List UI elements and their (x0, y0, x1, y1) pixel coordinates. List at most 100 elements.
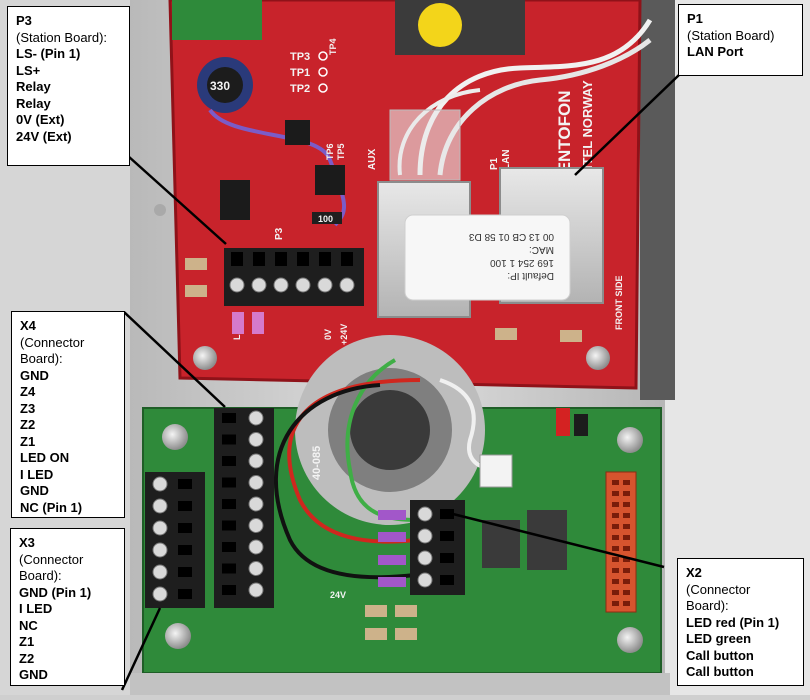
p3-socket (297, 252, 309, 266)
p3-screw (273, 277, 289, 293)
screw-green-4 (617, 627, 643, 653)
p3-socket (319, 252, 331, 266)
round-connector-core (350, 390, 430, 470)
screw-top-left (154, 204, 166, 216)
ribbon-pin (612, 524, 619, 529)
smd-cap-7 (365, 628, 387, 640)
tp1-pad (318, 67, 328, 77)
x4-socket (222, 456, 236, 466)
x2-socket (440, 575, 454, 585)
p3-pointer (127, 155, 227, 245)
p3-callout-title: P3 (16, 13, 32, 28)
ribbon-pin (612, 546, 619, 551)
tp5-label: TP5 (336, 143, 346, 160)
x3-socket (178, 545, 192, 555)
x4-socket (222, 434, 236, 445)
p3-line-2: LS+ (16, 62, 41, 78)
x2-wire-end-4 (378, 577, 406, 587)
x3-callout: X3 (Connector Board): GND (Pin 1) I LED … (10, 528, 125, 686)
screw-green-1 (162, 424, 188, 450)
p3-screw (339, 277, 355, 293)
x3-line-1: GND (Pin 1) (19, 584, 92, 600)
plus24-marking: +24V (339, 324, 349, 345)
x3-screw (152, 542, 168, 558)
ribbon-pin (623, 568, 630, 573)
ls-marking: LS (232, 328, 242, 340)
purple-wire (208, 108, 347, 227)
x2-callout-subtitle-1: (Connector (686, 581, 751, 597)
x3-callout-subtitle-2: Board): (19, 568, 62, 583)
inductor-marking: 330 (210, 79, 230, 93)
black-wire (273, 383, 416, 580)
x4-socket (222, 499, 236, 509)
p3-line-3: Relay (16, 79, 51, 94)
ribbon-pin (623, 579, 630, 584)
x3-screw (152, 564, 168, 580)
lan-marking: LAN (501, 149, 512, 170)
p3-screw (317, 277, 333, 293)
x4-socket (222, 477, 236, 488)
x4-callout: X4 (Connector Board): GND Z4 Z3 Z2 Z1 LE… (11, 311, 125, 518)
p3-socket (253, 252, 265, 266)
x3-callout-subtitle-1: (Connector (19, 551, 84, 567)
x4-line-7: I LED (20, 466, 54, 482)
p3-socket (275, 252, 287, 266)
x2-callout-title: X2 (686, 565, 702, 580)
ribbon-pin (623, 491, 630, 496)
p1-line-1: LAN Port (687, 44, 744, 59)
x3-screw (152, 498, 168, 514)
ic-chip-1 (220, 180, 250, 220)
tp3-label: TP3 (290, 51, 310, 63)
p3-screw (251, 277, 267, 293)
x4-socket (222, 413, 236, 423)
p1-callout: P1 (Station Board) LAN Port (678, 4, 803, 76)
ribbon-pin (612, 590, 619, 595)
x3-socket (178, 567, 192, 577)
front-side-marking: FRONT SIDE (614, 275, 624, 330)
antenna-module (172, 0, 262, 40)
screw-red-1 (193, 346, 217, 370)
x4-line-8: GND (20, 483, 49, 498)
ribbon-connector (605, 471, 637, 613)
tp4-label: TP4 (328, 38, 338, 55)
x2-callout-subtitle-2: Board): (686, 598, 729, 613)
x3-line-3: NC (19, 617, 38, 633)
ribbon-pin (612, 502, 619, 507)
tp2-pad (318, 83, 328, 93)
x2-wire-end-1 (378, 510, 406, 520)
ribbon-pin (623, 502, 630, 507)
x4-socket (222, 542, 236, 552)
p1-pointer (574, 73, 681, 176)
x3-callout-title: X3 (19, 535, 35, 550)
p3-line-4: Relay (16, 95, 51, 111)
smd-cap-6 (395, 605, 417, 617)
x4-line-2: Z4 (20, 384, 36, 399)
x4-callout-title: X4 (20, 318, 36, 333)
x2-socket (440, 531, 454, 541)
smd-cap-1 (185, 258, 207, 270)
sticker-line-3: MAC: (529, 244, 554, 255)
p3-socket (231, 252, 243, 266)
ic-chip-3 (285, 120, 310, 145)
x2-wire-end-3 (378, 555, 406, 565)
screw-red-2 (586, 346, 610, 370)
ribbon-pin (612, 568, 619, 573)
x3-socket (178, 479, 192, 489)
aux-marking: AUX (367, 149, 378, 170)
bottom-metal (130, 673, 670, 695)
jumper-black (574, 414, 588, 436)
tp6-label: TP6 (325, 143, 335, 160)
x4-screw (248, 475, 264, 490)
p3-socket (341, 252, 353, 266)
ribbon-pin (612, 535, 619, 540)
x2-screw (417, 572, 433, 588)
x2-socket (440, 509, 454, 519)
p3-callout-subtitle: (Station Board): (16, 29, 108, 45)
smd-cap-3 (495, 328, 517, 340)
ribbon-pin (612, 513, 619, 518)
p1-callout-subtitle: (Station Board) (687, 27, 775, 43)
x4-callout-subtitle-2: Board): (20, 351, 63, 366)
x2-screw (417, 528, 433, 544)
